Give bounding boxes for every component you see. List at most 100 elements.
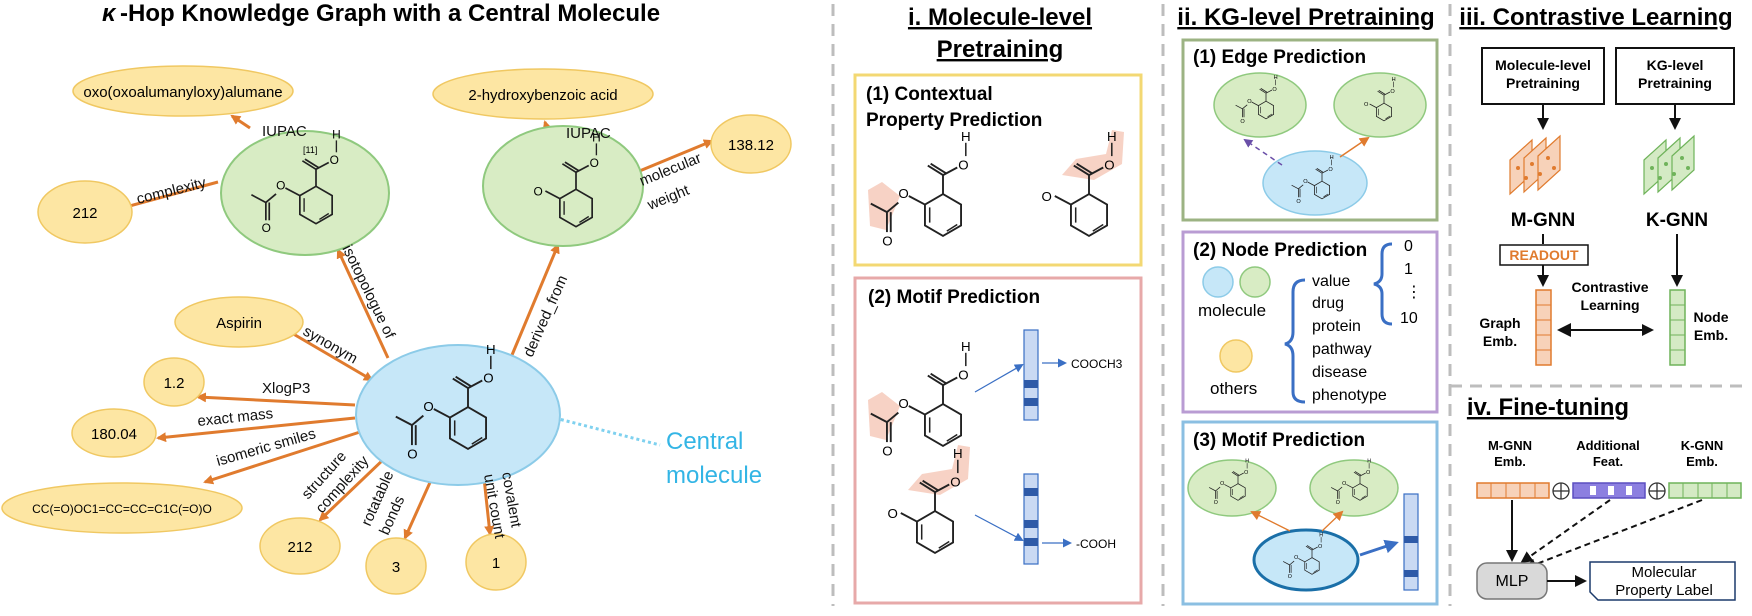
mlp-label: MLP — [1496, 573, 1529, 590]
kg-pretraining-2: Pretraining — [1638, 75, 1712, 91]
isotope-mark: [11] — [303, 145, 317, 155]
property-label-2: Property Label — [1615, 582, 1713, 599]
box-edge-prediction — [1181, 38, 1439, 222]
arrow-feat-mlp — [1520, 499, 1611, 564]
edge-label-synonym: synonym — [300, 323, 360, 368]
legend-green-circle — [1239, 266, 1271, 298]
section-i-title-1: i. Molecule-level — [908, 4, 1092, 31]
edge-isotopologue — [336, 248, 390, 359]
edge-iupac-1 — [230, 114, 251, 130]
kg-title-kappa: κ — [102, 0, 117, 27]
node-exact-mass-label: 180.04 — [91, 426, 137, 443]
edge-label-complexity: complexity — [135, 174, 208, 208]
value-brace — [1373, 242, 1393, 326]
section-ii-title: ii. KG-level Pretraining — [1177, 4, 1434, 31]
edge-pred-node-2 — [1333, 72, 1427, 138]
node-rot-bonds-label: 3 — [392, 559, 400, 576]
node-xlogp — [143, 357, 205, 407]
graph-emb-1: Graph — [1479, 315, 1520, 331]
section-iii: iii. Contrastive Learning Molecule-level… — [1459, 4, 1735, 366]
mol-pretraining-1: Molecule-level — [1495, 57, 1591, 73]
value-1: 1 — [1404, 261, 1413, 278]
motif-ii-arrow-2 — [1321, 510, 1344, 532]
contextual-title-1: (1) Contextual — [866, 84, 993, 105]
kg-yellow-nodes: oxo(oxoalumanyloxy)alumane 2-hydroxybenz… — [1, 65, 792, 595]
node-legend-others: others — [1210, 379, 1257, 398]
node-aspirin-label: Aspirin — [216, 315, 262, 332]
graph-emb-vector — [1535, 289, 1552, 366]
legend-blue-circle — [1202, 266, 1234, 298]
central-label-2: molecule — [666, 462, 762, 489]
edge-pred-center — [1262, 150, 1368, 216]
section-ii: ii. KG-level Pretraining (1) Edge Predic… — [1177, 4, 1439, 606]
edge-prediction-title: (1) Edge Prediction — [1193, 47, 1366, 68]
node-iupac-2 — [432, 68, 654, 120]
mgnn-emb-vector — [1476, 482, 1550, 499]
edge-mw — [629, 139, 714, 177]
node-mw — [710, 114, 792, 174]
highlight-ester — [868, 182, 900, 230]
kgnn-emb-2: Emb. — [1686, 454, 1718, 469]
mgnn-emb-2: Emb. — [1494, 454, 1526, 469]
add-feat-1: Additional — [1576, 438, 1640, 453]
node-iupac-2-label: 2-hydroxybenzoic acid — [468, 87, 617, 104]
node-rot-bonds — [365, 537, 427, 595]
node-emb-1: Node — [1694, 309, 1729, 325]
edge-derived — [510, 243, 560, 356]
node-legend-molecule: molecule — [1198, 301, 1266, 320]
node-emb-vector — [1669, 289, 1686, 366]
motif-i-title: (2) Motif Prediction — [868, 287, 1040, 308]
node-xlogp-label: 1.2 — [164, 375, 185, 392]
add-feat-2: Feat. — [1593, 454, 1623, 469]
node-salicylic-molecule — [482, 125, 644, 247]
node-covalent-label: 1 — [492, 555, 500, 572]
concat-icon-2 — [1648, 482, 1666, 500]
edge-label-iupac-2: IUPAC — [566, 125, 611, 142]
node-complexity-label: 212 — [72, 205, 97, 222]
edge-xlogp — [196, 392, 356, 407]
edge-rotatable — [403, 477, 434, 540]
contextual-salicylic — [1040, 127, 1118, 237]
box-motif-i — [853, 276, 1143, 605]
node-covalent — [465, 533, 527, 591]
value-10: 10 — [1400, 310, 1418, 327]
edge-label-isotopologue: isotopologue of — [338, 242, 398, 342]
node-iupac-1-label: oxo(oxoalumanyloxy)alumane — [83, 84, 282, 101]
edge-pred-dashed-arrow — [1243, 138, 1283, 166]
node-struct-complexity-label: 212 — [287, 539, 312, 556]
edge-structure — [318, 456, 387, 522]
property-label-box — [1589, 561, 1736, 601]
contrastive-label-1: Contrastive — [1571, 279, 1648, 295]
node-mw-label: 138.12 — [728, 137, 774, 154]
category-disease: disease — [1312, 364, 1367, 381]
section-iv-title: iv. Fine-tuning — [1467, 394, 1629, 421]
arrow-kgnn-mlp — [1524, 499, 1703, 570]
motif-ii-center — [1252, 528, 1360, 592]
node-exact-mass — [71, 408, 157, 458]
kg-panel: κ -Hop Knowledge Graph with a Central Mo… — [1, 0, 792, 595]
motif-ii-vector — [1403, 493, 1419, 591]
motif-arrow-1 — [974, 364, 1024, 393]
section-iv: iv. Fine-tuning M-GNN Emb. Additional Fe… — [1467, 394, 1742, 601]
node-struct-complexity — [259, 517, 341, 575]
node-aspirin — [174, 296, 304, 348]
motif-label-2: -COOH — [1076, 537, 1116, 551]
graph-emb-2: Emb. — [1483, 333, 1517, 349]
mol-pretraining-2: Pretraining — [1506, 75, 1580, 91]
motif-ii-title: (3) Motif Prediction — [1193, 430, 1365, 451]
mgnn-stack-icon — [1509, 135, 1561, 195]
category-phenotype: phenotype — [1312, 387, 1387, 404]
value-ellipsis: ⋮ — [1406, 284, 1422, 301]
contextual-title-2: Property Prediction — [866, 110, 1042, 131]
section-iii-title: iii. Contrastive Learning — [1459, 4, 1732, 31]
edge-exact-mass — [156, 416, 356, 443]
legend-yellow-circle — [1219, 339, 1253, 373]
motif-ii-node-2 — [1309, 459, 1399, 517]
mgnn-label: M-GNN — [1511, 210, 1575, 231]
concat-icon-1 — [1552, 482, 1570, 500]
section-i: i. Molecule-level Pretraining (1) Contex… — [853, 4, 1143, 605]
edge-label-mw-1: molecular — [637, 150, 704, 190]
motif-ii-arrow-1 — [1250, 511, 1291, 532]
